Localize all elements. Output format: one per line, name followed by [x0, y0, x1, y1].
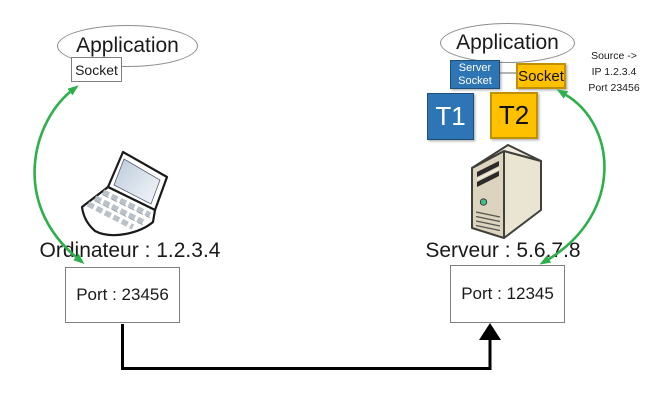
server-socket-label: Socket: [518, 67, 564, 85]
client-machine-label: Ordinateur : 1.2.3.4: [39, 239, 221, 262]
thread-t1-box: T1: [427, 93, 474, 140]
server-port-label: Port : 12345: [461, 284, 554, 303]
server-port-box: Port : 12345: [450, 265, 565, 323]
thread-t1-label: T1: [435, 101, 466, 131]
server-serversocket-box: Server Socket: [450, 60, 500, 89]
source-annotation: Source -> IP 1.2.3.4 Port 23456: [578, 48, 650, 96]
server-application-label: Application: [456, 31, 559, 54]
client-port-box: Port : 23456: [65, 267, 180, 323]
thread-t2-label: T2: [498, 100, 530, 130]
server-application-ellipse: Application: [440, 23, 575, 63]
client-application-label: Application: [76, 34, 179, 57]
thread-t2-box: T2: [490, 92, 538, 139]
port-to-port-connector: [121, 323, 501, 370]
laptop-icon: [80, 150, 169, 237]
client-socket-label: Socket: [75, 61, 118, 78]
client-socket-port-arrow: [33, 85, 85, 264]
client-socket-box: Socket: [71, 57, 122, 82]
source-annotation-line1: Source ->: [591, 50, 637, 62]
client-port-label: Port : 23456: [76, 285, 169, 304]
server-serversocket-line2: Socket: [458, 74, 492, 87]
source-annotation-line3: Port 23456: [588, 82, 640, 94]
server-socket-box: Socket: [516, 63, 566, 89]
server-machine-label: Serveur : 5.6.7.8: [425, 239, 581, 262]
server-serversocket-line1: Server: [458, 61, 492, 74]
source-annotation-line2: IP 1.2.3.4: [591, 66, 637, 78]
server-tower-icon: [471, 144, 542, 239]
